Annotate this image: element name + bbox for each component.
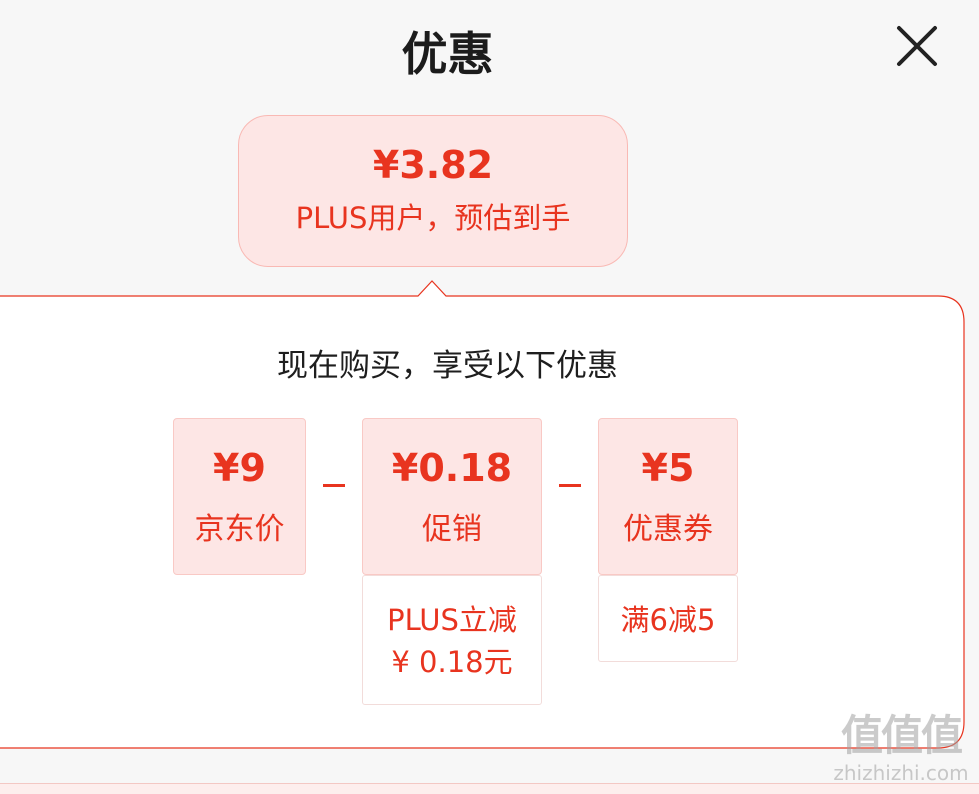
promotion-card: ¥0.18 促销 <box>362 418 542 575</box>
promotion-detail-line1: PLUS立减 <box>387 603 517 637</box>
coupon-card: ¥5 优惠券 <box>598 418 738 575</box>
coupon-label: 优惠券 <box>623 512 713 547</box>
coupon-detail-line1: 满6减5 <box>620 603 716 637</box>
jd-price-amount: ¥9 <box>213 446 266 490</box>
estimated-price: ¥3.82 <box>372 143 494 187</box>
promotion-detail-line2: ¥ 0.18元 <box>391 645 513 679</box>
minus-operator <box>559 484 581 487</box>
watermark-logo: 值值值 <box>840 711 963 760</box>
discount-heading: 现在购买，享受以下优惠 <box>277 348 618 384</box>
page-title: 优惠 <box>401 27 494 81</box>
minus-operator <box>323 484 345 487</box>
close-button[interactable] <box>893 22 941 70</box>
coupon-amount: ¥5 <box>641 446 695 490</box>
site-watermark: 值值值 zhizhizhi.com <box>826 710 976 790</box>
jd-price-card: ¥9 京东价 <box>173 418 306 575</box>
promotion-label: 促销 <box>422 512 482 547</box>
promotion-detail: PLUS立减 ¥ 0.18元 <box>362 575 542 705</box>
jd-price-label: 京东价 <box>194 512 285 547</box>
next-section-edge <box>0 783 979 794</box>
promotion-amount: ¥0.18 <box>391 446 513 490</box>
estimated-price-bubble: ¥3.82 PLUS用户，预估到手 <box>238 115 628 267</box>
watermark-text: zhizhizhi.com <box>833 761 969 785</box>
coupon-detail: 满6减5 <box>598 575 738 662</box>
close-icon[interactable] <box>893 22 941 70</box>
estimated-price-caption: PLUS用户，预估到手 <box>295 201 571 235</box>
